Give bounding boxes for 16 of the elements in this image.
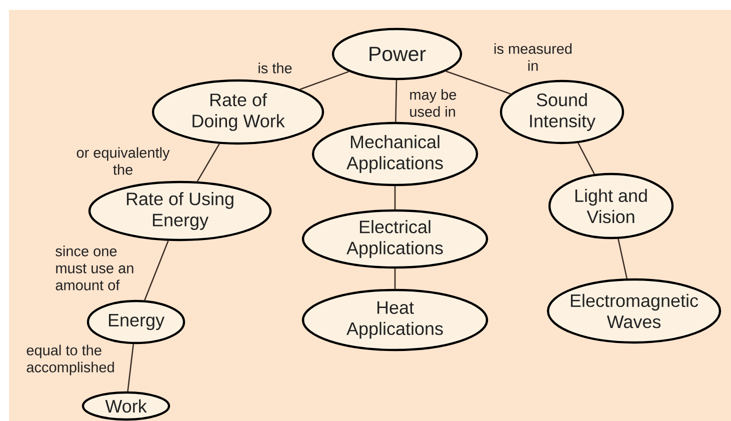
edge-label: may be used in <box>408 88 458 118</box>
edge-label: since one must use an amount of <box>54 244 136 292</box>
edge-label: equal to the accomplished <box>25 344 116 376</box>
connector-line <box>127 344 134 392</box>
connector-line <box>300 70 350 90</box>
connector-line <box>394 186 396 210</box>
edge-label: is the <box>256 62 294 74</box>
edge-label: or equivalently the <box>75 146 171 176</box>
connector-line <box>618 238 628 279</box>
connector-line <box>144 240 169 300</box>
edge-label: is measured in <box>492 42 574 72</box>
connector-line <box>578 142 595 174</box>
connector-line <box>196 144 220 182</box>
connector-line <box>446 70 511 95</box>
connector-line <box>395 80 398 122</box>
connector-line <box>394 268 396 289</box>
